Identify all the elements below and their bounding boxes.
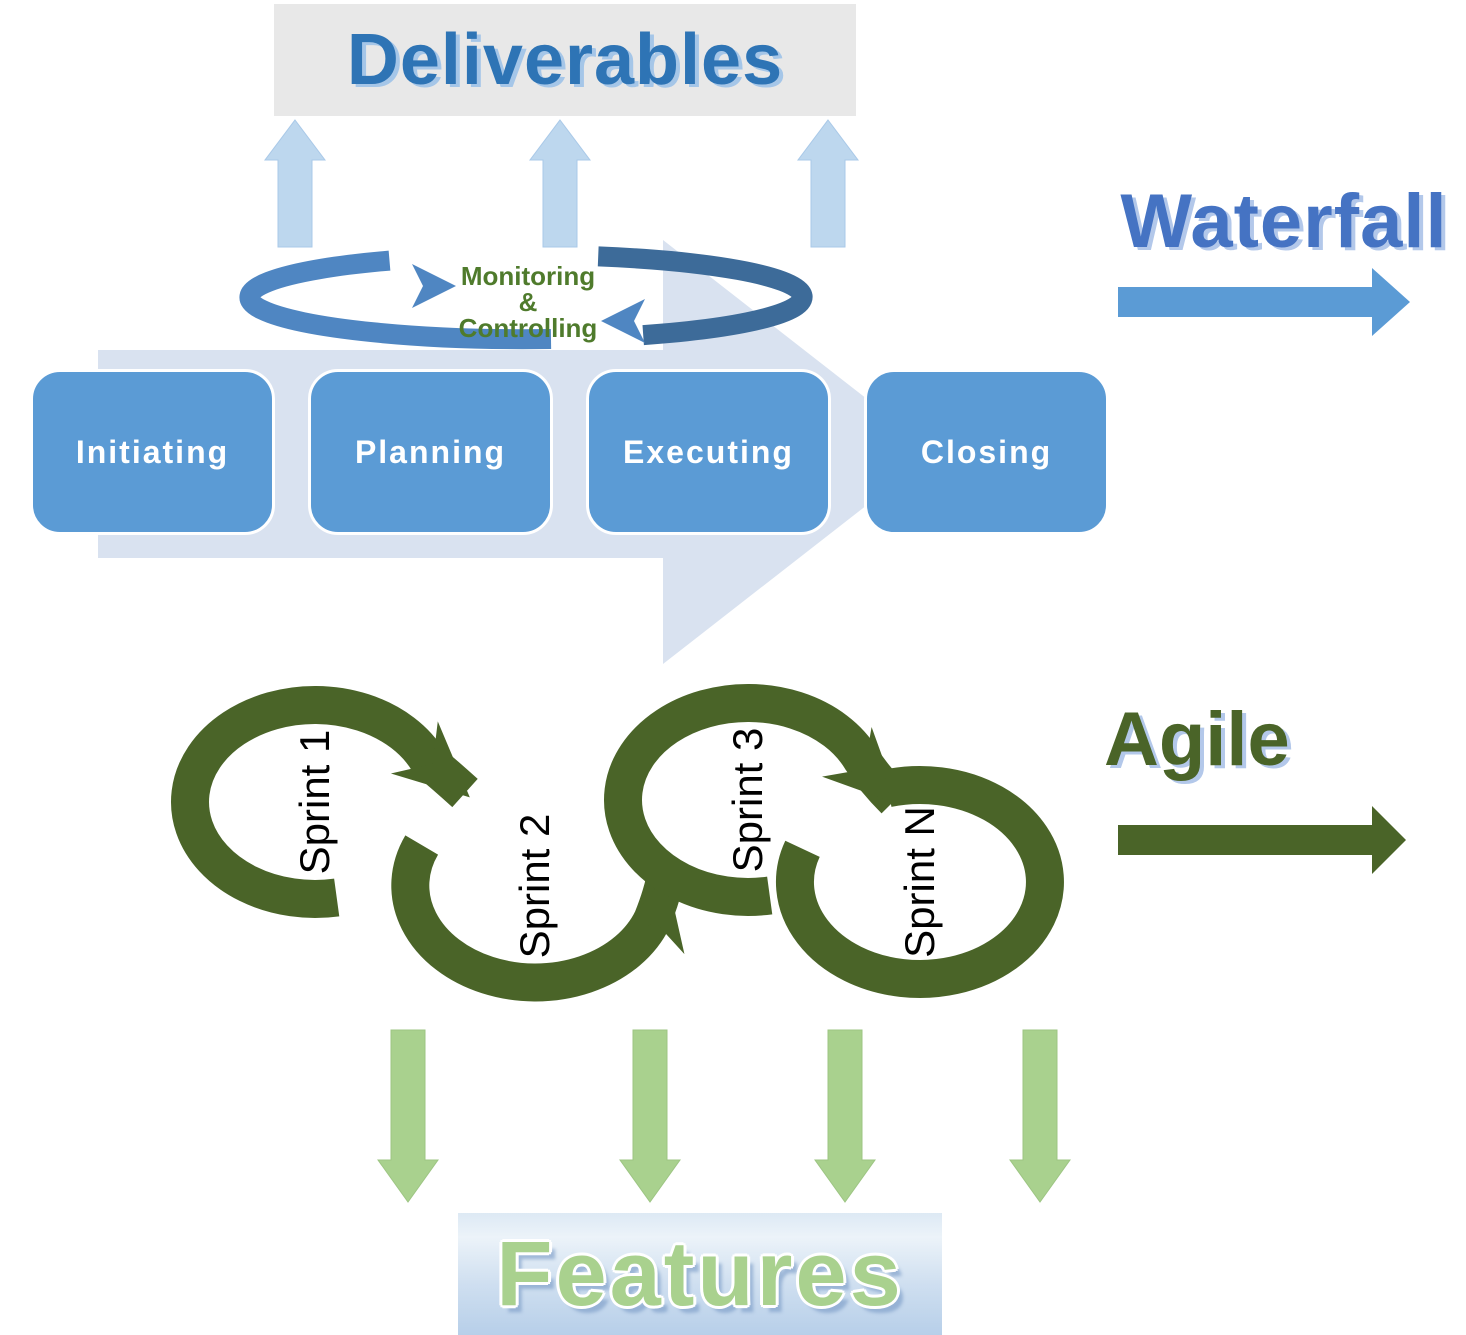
ampersand-line: &: [518, 287, 538, 317]
deliverables-header: Deliverables: [274, 4, 856, 116]
monitoring-controlling-label: Monitoring & Controlling: [437, 263, 619, 341]
features-title: Features: [496, 1222, 904, 1325]
sprint-2-label: Sprint 2: [511, 813, 558, 959]
down-arrow-icon: [814, 1029, 876, 1203]
features-down-arrows: [377, 1029, 1071, 1203]
waterfall-direction-arrow: [1118, 268, 1410, 336]
sprint-1-label: Sprint 1: [291, 729, 338, 875]
phase-box-executing: Executing: [586, 369, 831, 535]
phase-label: Closing: [920, 433, 1053, 470]
monitoring-loop-arrowhead-left-icon: [601, 299, 645, 343]
phase-box-planning: Planning: [308, 369, 553, 535]
controlling-line: Controlling: [458, 313, 598, 343]
deliverables-up-arrows: [264, 119, 859, 248]
deliverables-title: Deliverables: [346, 20, 784, 100]
monitoring-loop: [239, 246, 813, 350]
waterfall-title: Waterfall: [1120, 179, 1448, 264]
phase-label: Planning: [354, 433, 507, 470]
up-arrow-icon: [529, 119, 591, 248]
sprint-3-label: Sprint 3: [724, 727, 771, 873]
sprint-3-loop-arrow: [604, 683, 909, 916]
monitoring-loop-right-arc: [597, 246, 813, 346]
sprint-n-label: Sprint N: [896, 806, 943, 958]
sprint-loops: [171, 683, 1064, 1002]
phase-label: Initiating: [75, 433, 230, 470]
monitoring-line: Monitoring: [460, 261, 596, 291]
agile-title: Agile: [1104, 697, 1290, 782]
sprint-n-loop-arrow: [775, 766, 1064, 998]
phase-label: Executing: [623, 433, 794, 470]
down-arrow-icon: [1009, 1029, 1071, 1203]
sprint-1-loop-arrow: [171, 685, 478, 918]
down-arrow-icon: [619, 1029, 681, 1203]
phase-box-closing: Closing: [864, 369, 1109, 535]
up-arrow-icon: [797, 119, 859, 248]
phase-box-initiating: Initiating: [30, 369, 275, 535]
monitoring-loop-left-arc: [239, 250, 552, 350]
agile-direction-arrow: [1118, 806, 1406, 874]
down-arrow-icon: [377, 1029, 439, 1203]
sprint-2-loop-arrow: [391, 835, 685, 1002]
up-arrow-icon: [264, 119, 326, 248]
features-footer: Features: [458, 1213, 942, 1335]
monitoring-loop-arrowhead-right-icon: [412, 264, 456, 308]
